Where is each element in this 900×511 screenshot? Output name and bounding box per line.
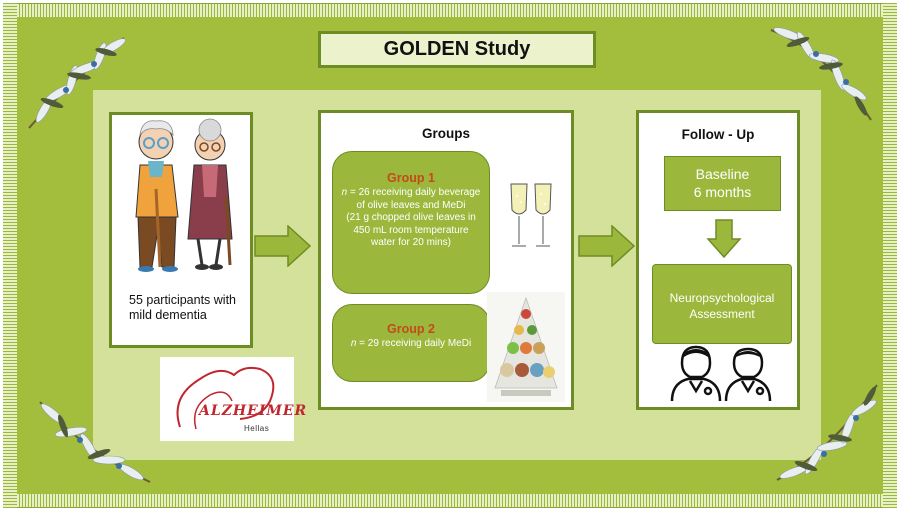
assessment-box: Neuropsychological Assessment [652,264,792,344]
groups-heading: Groups [421,126,470,141]
assessment-line-2: Assessment [689,307,755,321]
logo-sub: Hellas [244,424,270,433]
group-2-n-symbol: n [350,338,357,349]
alzheimer-hellas-logo: ALZHEIMER Hellas [160,357,306,441]
group-1-box: Group 1 n = 26 receiving daily beverage … [332,151,490,294]
months-label: 6 months [693,184,752,200]
baseline-label: Baseline [695,166,750,182]
wine-glasses-icon [510,183,552,247]
food-pyramid-icon [487,292,565,402]
group-1-n-symbol: n [341,187,348,198]
right-arrow-icon [254,225,312,267]
elderly-couple-icon [135,118,233,272]
title-box: GOLDEN Study [318,31,596,68]
group-1-description: n = 26 receiving daily beverage of olive… [333,187,489,212]
assessment-line-1: Neuropsychological [669,291,775,305]
olive-branch-icon [39,401,151,483]
baseline-box: Baseline 6 months [664,156,781,211]
participants-text: 55 participants with mild dementia [129,293,237,322]
group-2-description-text: = 29 receiving daily MeDi [356,338,472,349]
olive-branch-icon [770,27,872,121]
group-2-description: n = 29 receiving daily MeDi [333,338,489,351]
down-arrow-icon [706,219,742,259]
page-title: GOLDEN Study [383,38,531,60]
olive-branch-icon [776,384,878,481]
group-2-box: Group 2 n = 29 receiving daily MeDi [332,304,490,382]
group-1-note: (21 g chopped olive leaves in 450 mL roo… [346,212,476,248]
olive-branch-icon [28,37,126,129]
right-arrow-icon [578,225,636,267]
group-1-description-text: = 26 receiving daily beverage of olive l… [347,187,481,211]
group-1-name: Group 1 [387,171,435,185]
logo-name: ALZHEIMER [199,403,308,419]
doctors-icon [670,345,772,402]
followup-heading: Follow - Up [681,127,755,142]
logo-outline-icon [176,366,275,430]
group-2-name: Group 2 [387,322,435,336]
